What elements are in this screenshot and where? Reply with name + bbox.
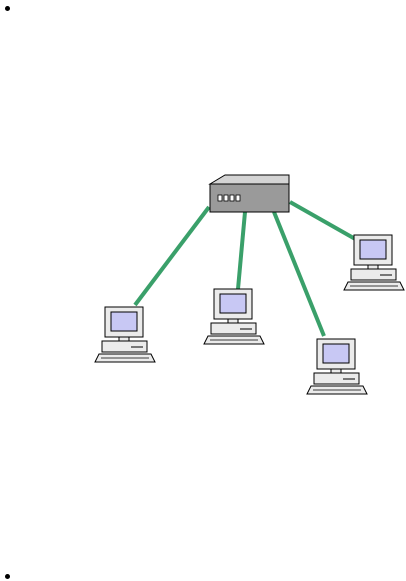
hub-ports: [217, 194, 241, 202]
desktop-computer-icon: [203, 288, 265, 345]
bullet-point-bottom: [5, 574, 10, 579]
system-unit: [210, 322, 257, 335]
hub-port: [235, 194, 241, 202]
hub-port: [217, 194, 223, 202]
monitor-stand: [118, 336, 130, 342]
network-hub-icon: [208, 174, 290, 213]
system-unit: [101, 340, 148, 353]
link-to-computer-1: [133, 205, 211, 307]
desktop-computer-icon: [94, 306, 156, 363]
monitor-stand: [367, 264, 379, 270]
hub-port: [229, 194, 235, 202]
bullet-point-top: [5, 6, 10, 11]
monitor-screen: [322, 343, 350, 364]
link-to-computer-4: [289, 200, 358, 242]
link-to-computer-3: [272, 211, 326, 337]
network-links: [133, 200, 358, 337]
monitor-screen: [219, 293, 247, 314]
desktop-computer-icon: [343, 234, 405, 291]
system-unit: [313, 372, 360, 385]
monitor-screen: [110, 311, 138, 332]
system-unit: [350, 268, 397, 281]
monitor-stand: [330, 368, 342, 374]
hub-port: [223, 194, 229, 202]
desktop-computer-icon: [306, 338, 368, 395]
monitor-stand: [227, 318, 239, 324]
link-to-computer-2: [236, 211, 247, 290]
monitor-screen: [359, 239, 387, 260]
